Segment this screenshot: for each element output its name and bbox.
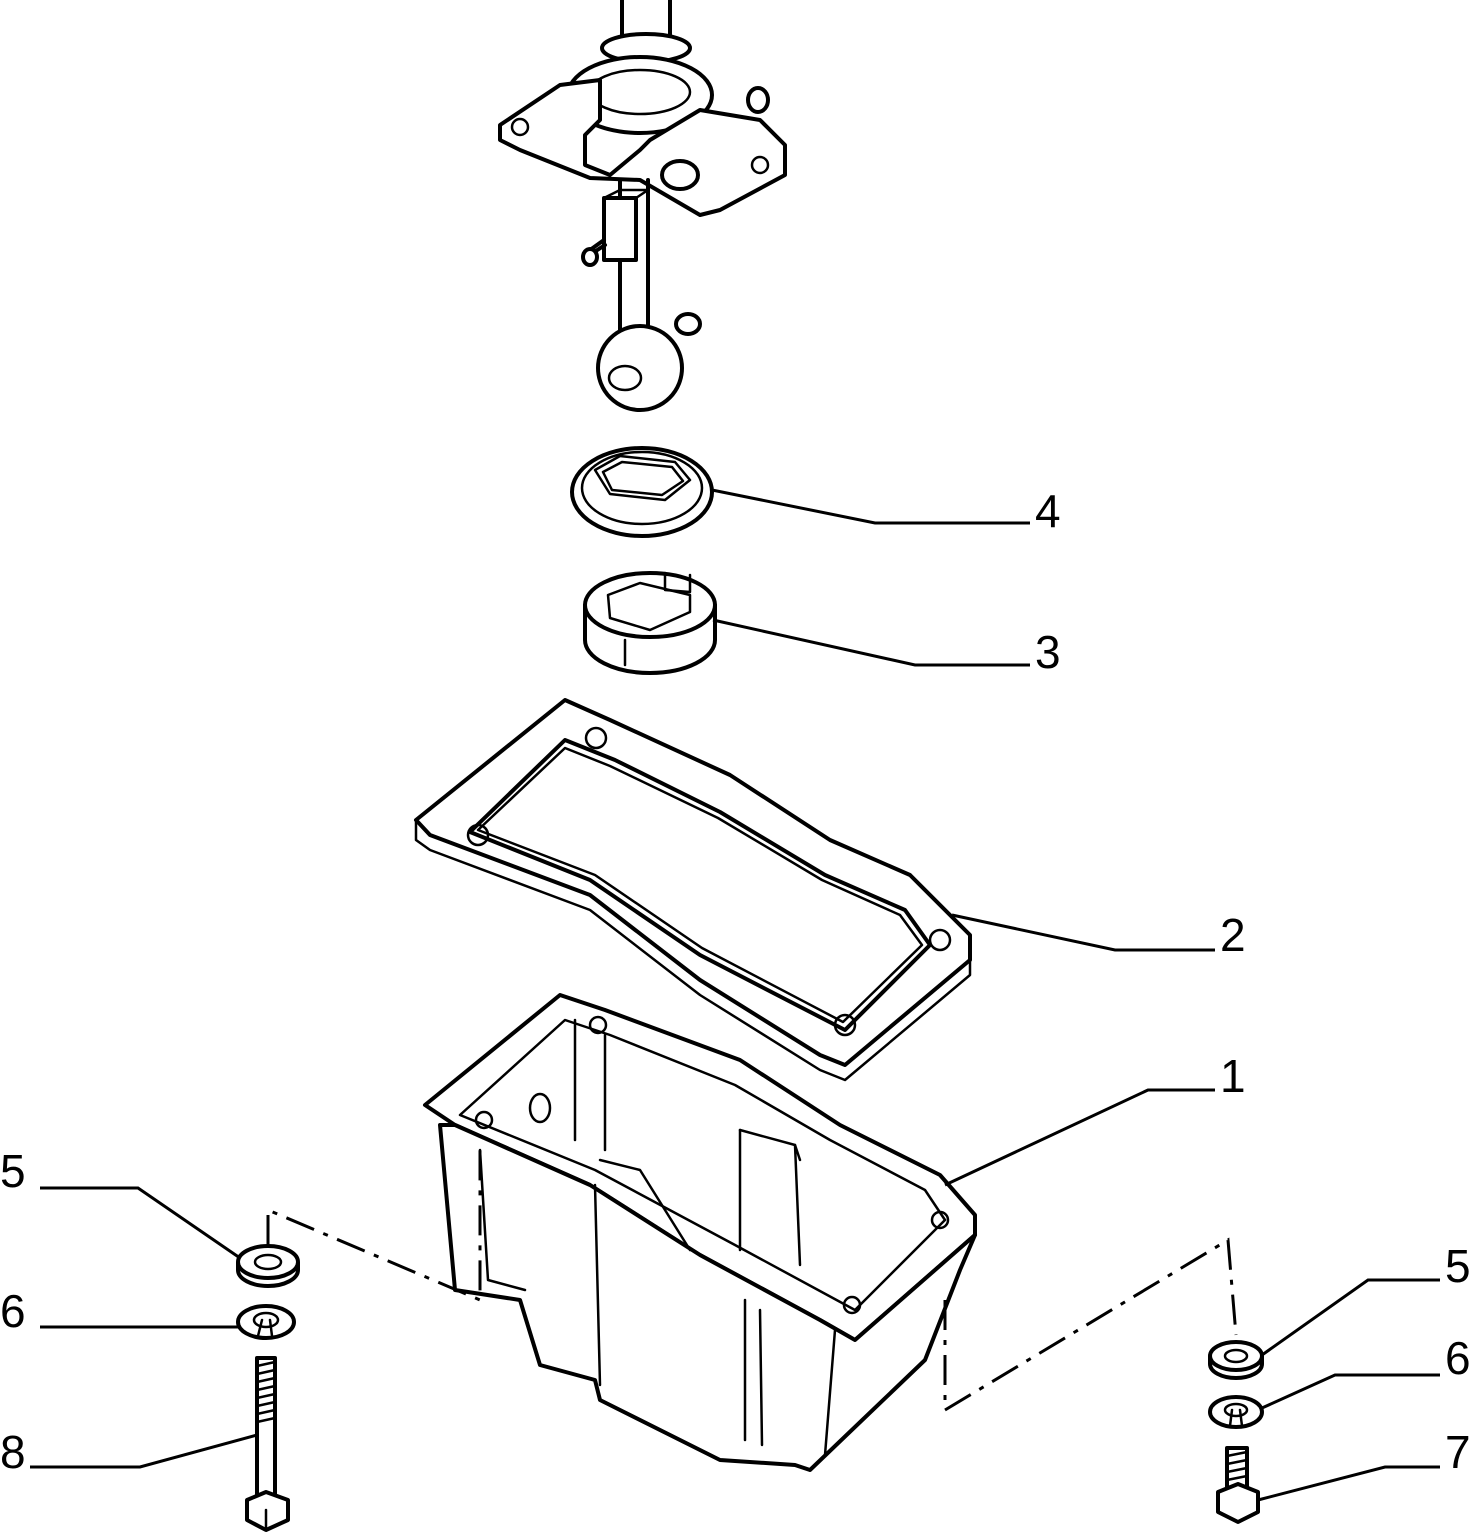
short-bolt-part-7 [1216,1446,1260,1524]
callout-1: 1 [1220,1050,1246,1102]
gear-lever-assembly [498,0,787,412]
left-fasteners [236,1244,300,1532]
boot-seal-part-4 [570,446,714,538]
callout-6-left: 6 [0,1285,26,1337]
callout-5-right: 5 [1445,1240,1471,1292]
callout-4: 4 [1035,485,1061,537]
spring-washer-part-6-right [1208,1395,1264,1429]
washer-part-5-right [1208,1340,1264,1380]
callout-labels: 4 3 2 1 5 6 8 5 6 7 [0,485,1471,1478]
callout-8-left: 8 [0,1426,26,1478]
right-fasteners [1208,1340,1264,1524]
callout-5-left: 5 [0,1145,26,1197]
callout-7-right: 7 [1445,1426,1471,1478]
leader-lines [30,488,1440,1502]
washer-part-5-left [236,1244,300,1288]
gasket-part-2 [414,698,972,1082]
oil-pan-part-1 [423,993,977,1472]
bushing-part-3 [583,571,717,675]
callout-3: 3 [1035,626,1061,678]
callout-6-right: 6 [1445,1332,1471,1384]
spring-washer-part-6-left [236,1304,296,1340]
alignment-lines [266,1150,1238,1413]
long-bolt-part-8 [245,1356,290,1532]
callout-2: 2 [1220,909,1246,961]
